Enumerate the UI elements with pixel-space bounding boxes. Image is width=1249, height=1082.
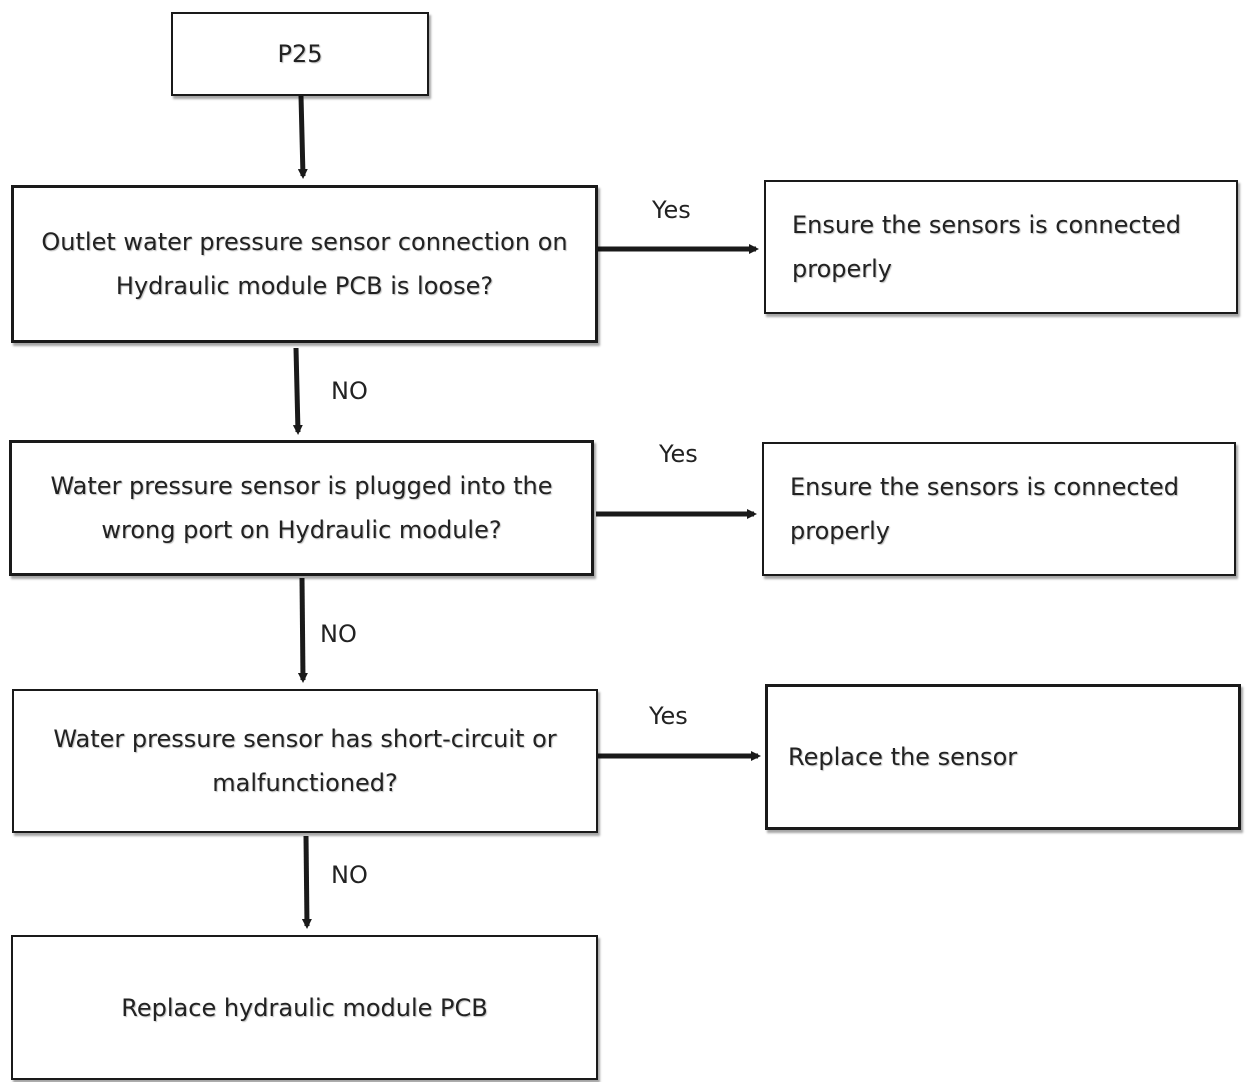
edge-label-no-3: NO bbox=[331, 861, 368, 889]
arrow-q2-to-q3 bbox=[297, 577, 308, 683]
arrow-q3-to-end bbox=[301, 835, 312, 929]
edge-label-yes-3: Yes bbox=[649, 702, 688, 730]
end-label: Replace hydraulic module PCB bbox=[121, 993, 488, 1022]
action-replace-sensor-label: Replace the sensor bbox=[788, 743, 1018, 771]
start-node: P25 bbox=[171, 12, 429, 96]
action-replace-sensor: Replace the sensor bbox=[765, 684, 1241, 830]
action-ensure-connected-2-label: Ensure the sensors is connected properly bbox=[790, 473, 1179, 545]
decision-wrong-port-label: Water pressure sensor is plugged into th… bbox=[50, 472, 553, 544]
action-ensure-connected-1: Ensure the sensors is connected properly bbox=[764, 180, 1238, 314]
decision-connection-loose-label: Outlet water pressure sensor connection … bbox=[41, 228, 568, 300]
end-node: Replace hydraulic module PCB bbox=[11, 935, 598, 1080]
arrow-start-to-q1 bbox=[297, 95, 308, 179]
action-ensure-connected-1-label: Ensure the sensors is connected properly bbox=[792, 211, 1181, 283]
decision-short-circuit-label: Water pressure sensor has short-circuit … bbox=[53, 725, 557, 797]
edge-label-no-2: NO bbox=[320, 620, 357, 648]
edge-label-no-1: NO bbox=[331, 377, 368, 405]
decision-connection-loose: Outlet water pressure sensor connection … bbox=[11, 185, 598, 343]
start-label: P25 bbox=[277, 40, 323, 68]
edge-label-yes-1: Yes bbox=[652, 196, 691, 224]
edge-label-yes-2: Yes bbox=[659, 440, 698, 468]
action-ensure-connected-2: Ensure the sensors is connected properly bbox=[762, 442, 1236, 576]
decision-short-circuit: Water pressure sensor has short-circuit … bbox=[12, 689, 598, 833]
arrow-q1-to-q2 bbox=[292, 347, 303, 435]
decision-wrong-port: Water pressure sensor is plugged into th… bbox=[9, 440, 594, 576]
